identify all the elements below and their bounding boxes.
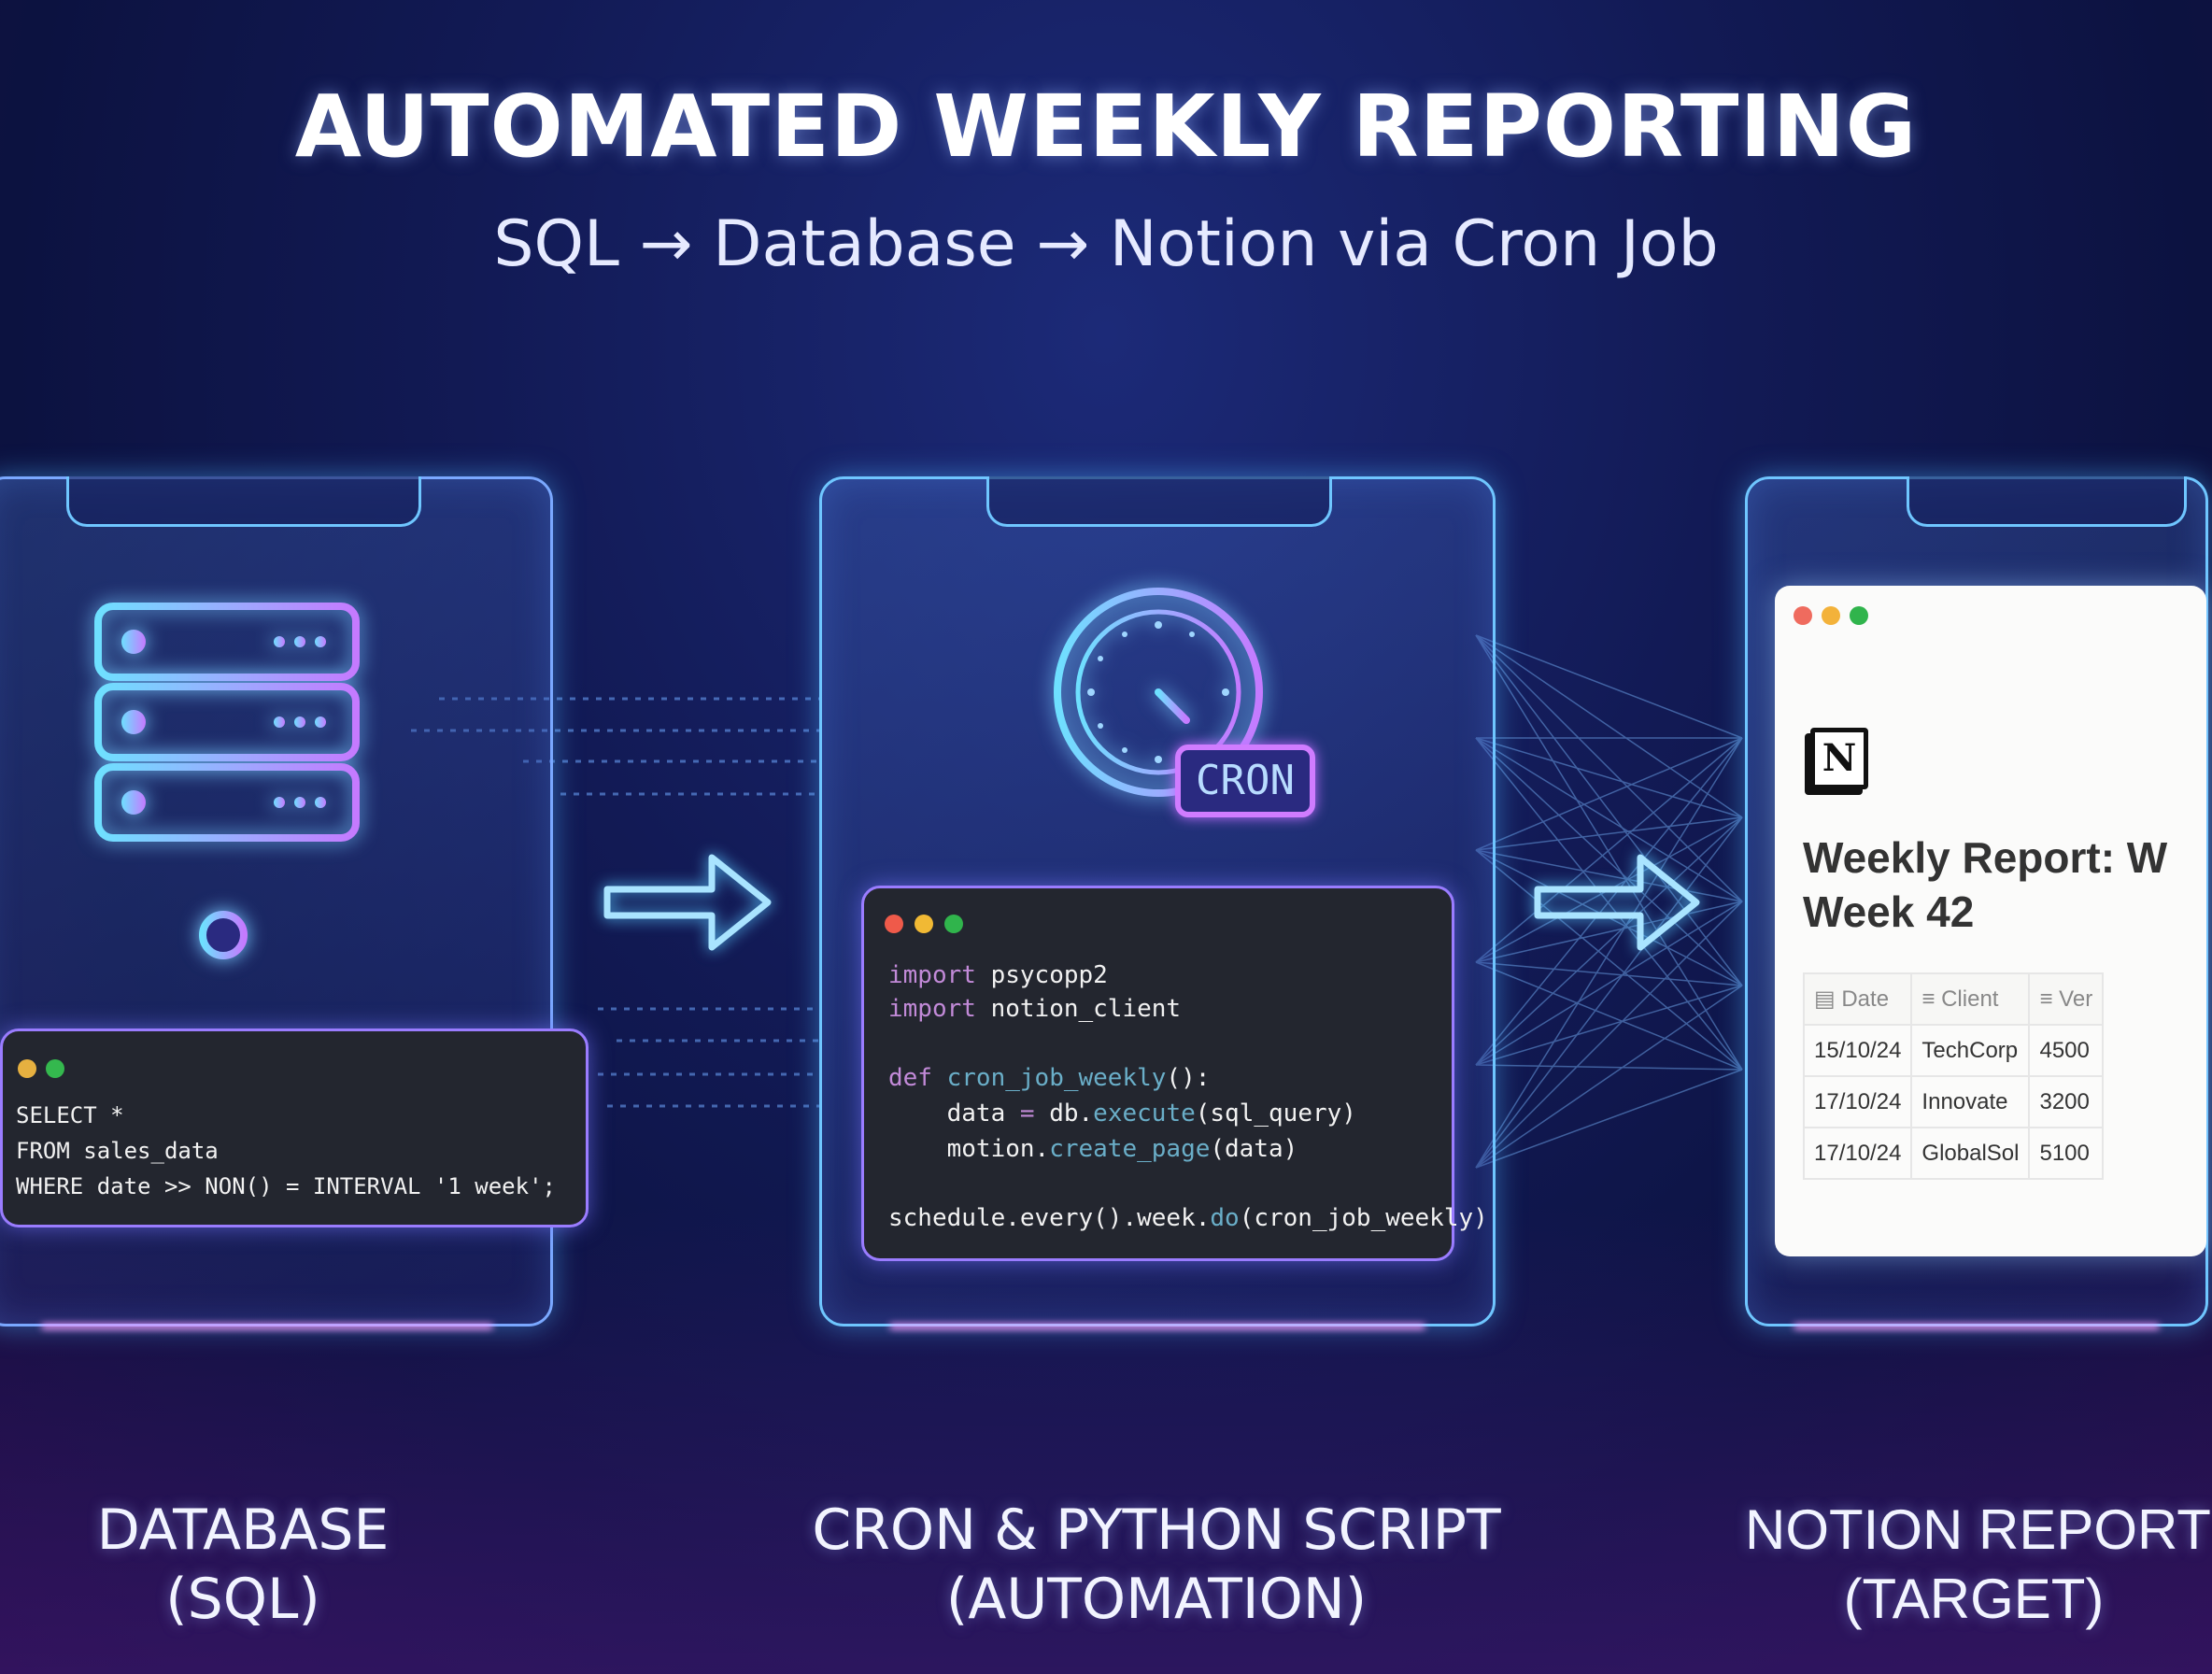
sql-line: SELECT * [16,1102,124,1128]
page-title: AUTOMATED WEEKLY REPORTING [294,77,1918,177]
mesh-line [1475,816,1743,851]
mesh-line [1475,737,1743,1071]
notion-logo: N [1810,728,1868,789]
mesh-line [1475,1064,1743,1071]
sql-line: WHERE date >> NON() = INTERVAL '1 week'; [16,1173,556,1199]
mesh-line [1475,849,1743,1071]
database-label: DATABASE(SQL) [96,1497,390,1632]
mesh-line [1475,849,1743,902]
mesh-line [1475,737,1743,1066]
column-header-value[interactable]: ≡ Ver [2028,972,2105,1026]
mesh-line [1475,961,1743,1071]
mesh-line [1475,634,1743,902]
arrow-right-icon [603,854,772,951]
mesh-line [1475,634,1743,1071]
sql-line: FROM sales_data [16,1138,219,1164]
mesh-line [1475,901,1743,1066]
mesh-line [1475,985,1743,1066]
mesh-line [1475,816,1743,1066]
column-header-client[interactable]: ≡ Client [1910,972,2031,1026]
python-code-window: import psycopp2 import notion_client def… [861,886,1488,1261]
server-icon [92,603,369,959]
mesh-line [1475,634,1743,739]
mesh-line [1475,737,1743,986]
mesh-line [1475,901,1743,1169]
sql-code-window: SELECT * FROM sales_data WHERE date >> N… [0,1029,588,1227]
arrow-right-icon [1534,854,1700,951]
mesh-line [1475,961,1743,986]
notion-label: NOTION REPORT(TARGET) [1745,1498,2211,1630]
mesh-line [1475,737,1743,963]
clock-icon [1054,588,1263,797]
mesh-line [1475,816,1743,1169]
mesh-line [1475,1069,1743,1169]
mesh-line [1475,901,1743,963]
mesh-line [1475,737,1743,818]
notion-title-line: Week 42 [1803,887,1975,936]
page-subtitle: SQL → Database → Notion via Cron Job [493,207,1719,281]
mesh-line [1475,634,1743,818]
mesh-line [1475,737,1743,851]
mesh-line [1475,737,1743,902]
automation-label: CRON & PYTHON SCRIPT(AUTOMATION) [812,1497,1501,1632]
mesh-line [1475,985,1743,1169]
cron-badge: CRON [1175,745,1315,817]
notion-page-window: N Weekly Report: W Week 42 ▤ Date ≡ Clie… [1775,586,2206,1256]
mesh-line [1475,737,1743,1169]
column-header-date[interactable]: ▤ Date [1802,972,1913,1026]
mesh-line [1475,634,1743,986]
notion-title-line: Weekly Report: W [1803,833,2168,882]
